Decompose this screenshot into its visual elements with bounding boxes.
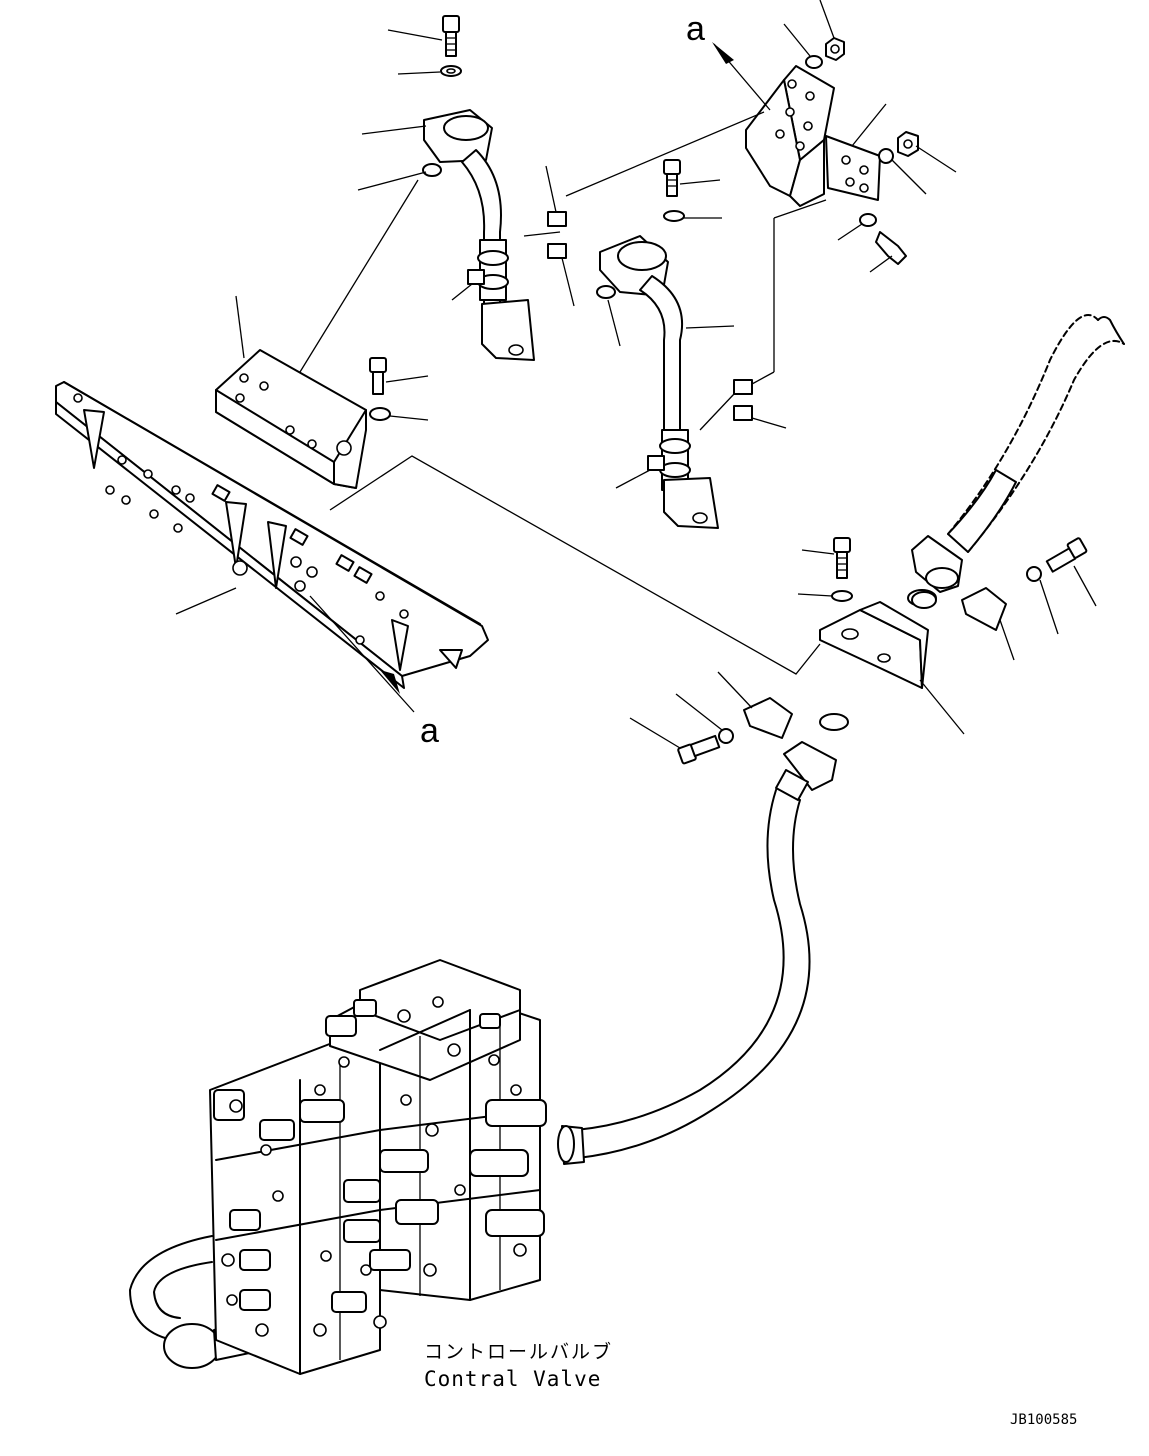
leader-connector-2 xyxy=(565,111,765,197)
view-ref-top: a xyxy=(686,10,705,48)
control-valve xyxy=(129,959,547,1375)
upper-hose-assembly xyxy=(907,314,1125,661)
leader-connector-6 xyxy=(329,455,821,675)
right-bracket-assembly xyxy=(712,0,957,273)
component-label-jp: コントロールバルブ xyxy=(424,1340,613,1363)
bolt-top-left xyxy=(442,15,460,57)
leader-connector-1 xyxy=(299,179,419,373)
drawing-code: JB100585 xyxy=(1010,1412,1077,1428)
center-flange-assembly xyxy=(629,537,965,765)
pipe-bracket-left xyxy=(481,299,535,361)
leader-connector-5 xyxy=(773,199,827,219)
o-ring-left xyxy=(422,163,442,177)
center-pipe-assembly xyxy=(596,159,787,529)
left-pipe-assembly xyxy=(357,15,575,361)
component-label-en: Contral Valve xyxy=(424,1367,601,1391)
mount-block xyxy=(215,295,429,489)
view-ref-bottom: a xyxy=(420,712,439,750)
mounting-rail xyxy=(55,381,489,713)
lower-hose xyxy=(557,741,837,1165)
leader-connector-4 xyxy=(751,371,775,385)
